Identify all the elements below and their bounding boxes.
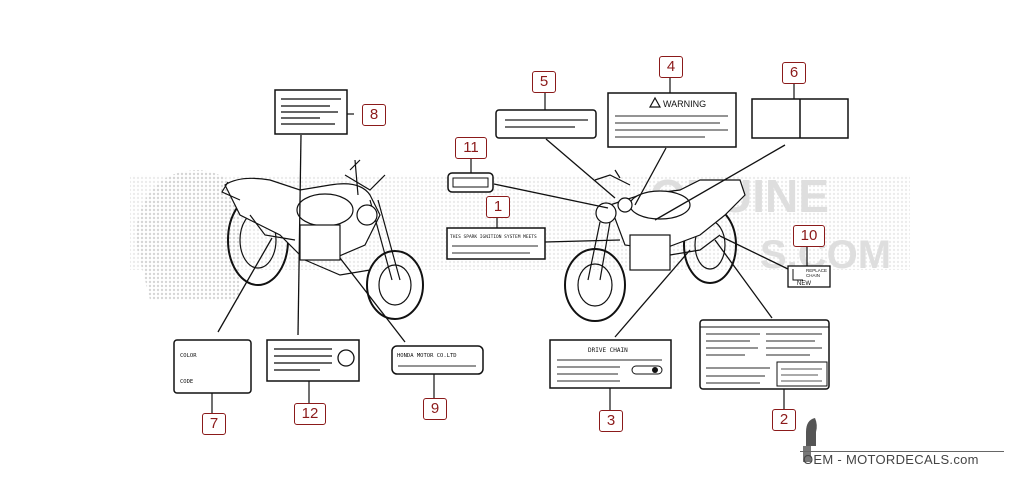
callout-10: 10 [793,225,825,247]
chain-text: CHAIN [806,273,820,278]
decal-5 [495,109,597,139]
decal-3-drive-chain: DRIVE CHAIN [549,339,672,389]
code-text: CODE [180,379,193,385]
decal-4-warning: WARNING [607,92,737,148]
decal-10-replace-chain: REPLACE CHAIN NEW [787,265,831,288]
callout-9: 9 [423,398,447,420]
honda-text: HONDA MOTOR CO.LTD [397,353,457,359]
decal-7-color-code: COLOR CODE [173,339,252,394]
motorcycle-right [564,169,746,322]
motorcycle-left [221,159,424,320]
callout-4: 4 [659,56,683,78]
decal-9-honda: HONDA MOTOR CO.LTD [391,345,484,375]
new-text: NEW [797,281,811,287]
callout-2: 2 [772,409,796,431]
callout-3: 3 [599,410,623,432]
decal-12 [266,339,360,382]
helmet-logo-icon [803,418,817,462]
callout-6: 6 [782,62,806,84]
drive-chain-text: DRIVE CHAIN [588,347,628,354]
spark-ignition-text: THIS SPARK IGNITION SYSTEM MEETS [450,234,537,240]
decal-11 [447,172,494,193]
color-text: COLOR [180,353,197,359]
warning-title: WARNING [663,99,706,109]
decal-8 [274,89,348,135]
decal-2 [699,319,830,390]
callout-ticks [211,77,808,413]
brand-text: OEM - MOTORDECALS.com [803,452,979,467]
callout-11: 11 [455,137,487,159]
decal-6 [751,98,849,139]
callout-5: 5 [532,71,556,93]
callout-1: 1 [486,196,510,218]
callout-7: 7 [202,413,226,435]
callout-12: 12 [294,403,326,425]
replace-text: REPLACE [806,268,827,273]
callout-8: 8 [362,104,386,126]
leader-lines [217,134,791,343]
decal-1-spark-ignition: THIS SPARK IGNITION SYSTEM MEETS [446,227,546,260]
brand-divider [800,451,1004,452]
